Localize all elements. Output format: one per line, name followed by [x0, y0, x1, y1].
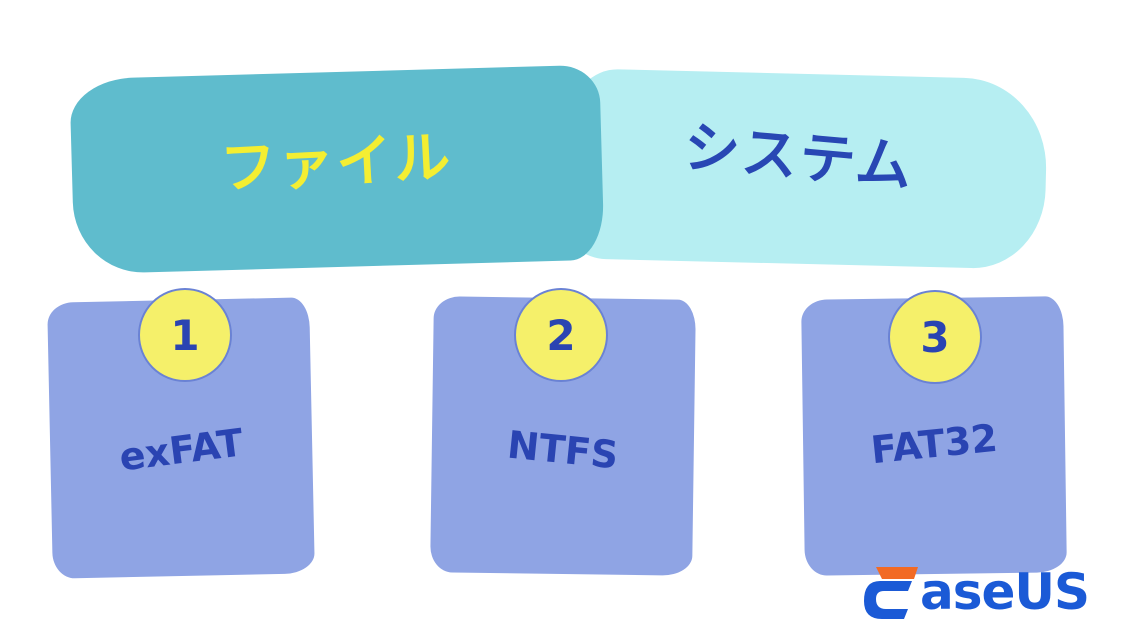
- card-label: NTFS: [505, 422, 621, 478]
- title-left-text: ファイル: [218, 124, 454, 203]
- card-label: FAT32: [868, 415, 1000, 473]
- easeus-logo-mark-icon: [864, 567, 918, 619]
- number-badge-1: 1: [138, 288, 232, 382]
- card-label: exFAT: [116, 420, 246, 480]
- number-badge-2: 2: [514, 288, 608, 382]
- number-badge-3: 3: [888, 290, 982, 384]
- logo-wordmark: aseUS: [920, 563, 1090, 621]
- easeus-logo: aseUS: [862, 555, 1112, 627]
